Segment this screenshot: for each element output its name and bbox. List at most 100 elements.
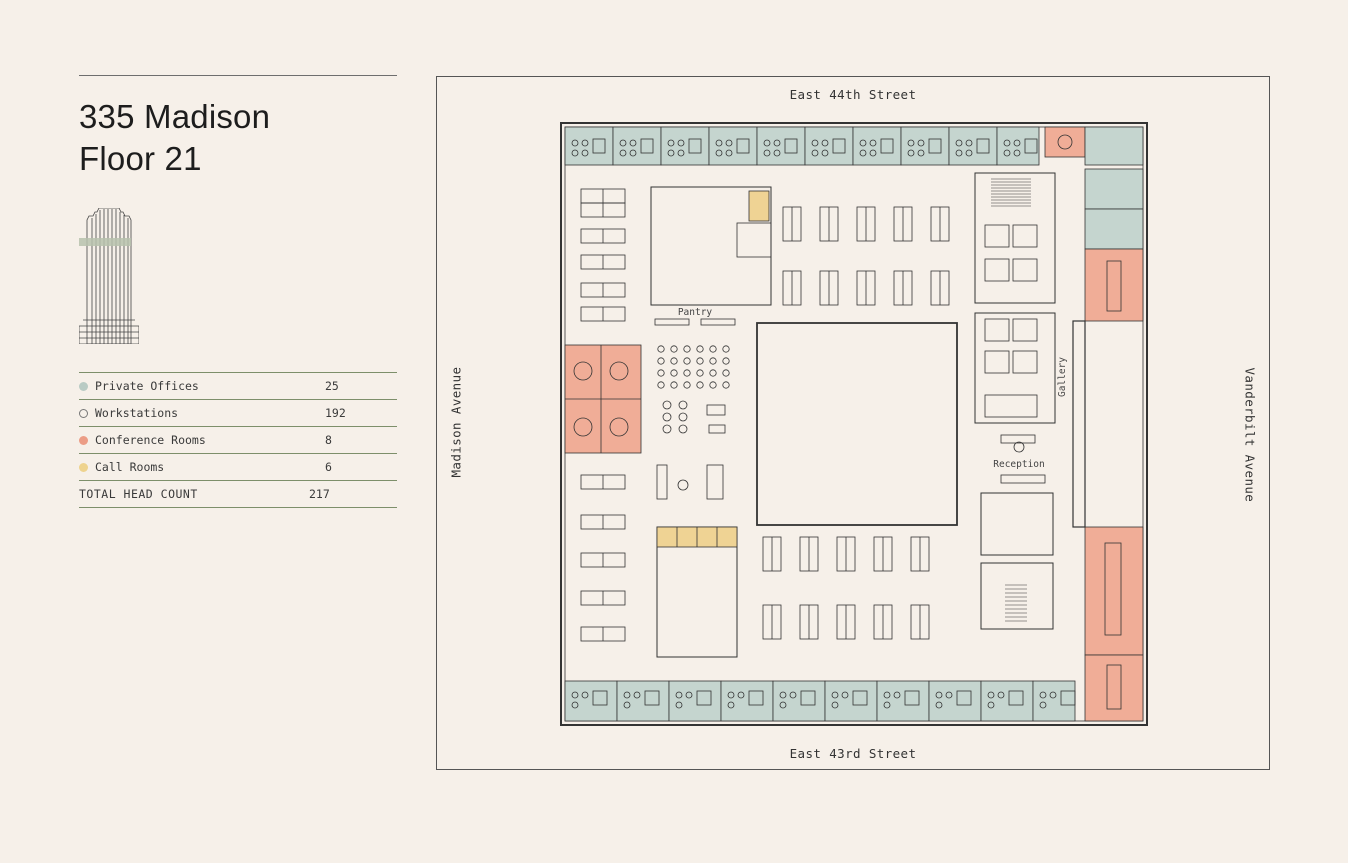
chair bbox=[841, 691, 849, 699]
lounge-chair bbox=[662, 400, 672, 410]
chair bbox=[789, 691, 797, 699]
chair bbox=[725, 139, 733, 147]
conference-room bbox=[1044, 126, 1086, 158]
private-office bbox=[928, 680, 982, 722]
chair bbox=[917, 139, 925, 147]
legend-value: 6 bbox=[325, 460, 332, 474]
private-office bbox=[852, 126, 902, 166]
chair bbox=[667, 149, 675, 157]
private-office bbox=[616, 680, 670, 722]
desk bbox=[688, 138, 702, 154]
chair bbox=[1013, 139, 1021, 147]
lounge-chair bbox=[709, 357, 717, 365]
chair bbox=[917, 149, 925, 157]
chair bbox=[859, 139, 867, 147]
chair bbox=[633, 691, 641, 699]
chair bbox=[869, 139, 877, 147]
desk bbox=[592, 138, 606, 154]
conference-table bbox=[1104, 542, 1122, 636]
chair bbox=[667, 139, 675, 147]
desk bbox=[956, 690, 972, 706]
lounge-chair bbox=[696, 345, 704, 353]
lounge-chair bbox=[709, 345, 717, 353]
private-office bbox=[660, 126, 710, 166]
chair bbox=[779, 691, 787, 699]
chair bbox=[763, 149, 771, 157]
total-value: 217 bbox=[309, 487, 330, 501]
chair bbox=[571, 701, 579, 709]
chair bbox=[675, 701, 683, 709]
lounge-chair bbox=[657, 357, 665, 365]
chair bbox=[715, 139, 723, 147]
office-room bbox=[564, 126, 614, 166]
elevator-core-north bbox=[974, 172, 1056, 304]
pantry-label: Pantry bbox=[678, 307, 713, 318]
desk bbox=[832, 138, 846, 154]
chair bbox=[629, 139, 637, 147]
chair bbox=[859, 149, 867, 157]
office-room bbox=[564, 680, 618, 722]
top-rule bbox=[79, 75, 397, 76]
chair bbox=[675, 691, 683, 699]
reception-label: Reception bbox=[993, 459, 1044, 470]
lounge-chair bbox=[678, 400, 688, 410]
elevator-cab bbox=[1012, 258, 1038, 282]
office-room bbox=[928, 680, 982, 722]
lounge-chair bbox=[670, 369, 678, 377]
elevator-core-mid bbox=[974, 312, 1056, 424]
lounge-chair bbox=[678, 412, 688, 422]
desk bbox=[696, 690, 712, 706]
bench bbox=[706, 464, 724, 500]
atrium bbox=[756, 322, 958, 526]
office-room bbox=[708, 126, 758, 166]
round-table bbox=[609, 361, 629, 381]
office-room bbox=[660, 126, 710, 166]
private-office bbox=[876, 680, 930, 722]
call-room bbox=[748, 190, 770, 222]
lounge-chair bbox=[670, 345, 678, 353]
private-office bbox=[756, 126, 806, 166]
chair bbox=[1039, 691, 1047, 699]
desk bbox=[1060, 690, 1076, 706]
private-office bbox=[980, 680, 1034, 722]
conference-table bbox=[1057, 134, 1073, 150]
private-office bbox=[708, 126, 758, 166]
chair bbox=[831, 691, 839, 699]
chair bbox=[619, 139, 627, 147]
desk bbox=[644, 690, 660, 706]
office-room bbox=[1032, 680, 1076, 722]
office-room bbox=[980, 680, 1034, 722]
desk bbox=[592, 690, 608, 706]
legend-label: Private Offices bbox=[95, 379, 199, 393]
sofa bbox=[706, 404, 726, 416]
office-room bbox=[876, 680, 930, 722]
private-office bbox=[824, 680, 878, 722]
lounge-chair bbox=[657, 345, 665, 353]
office-room bbox=[948, 126, 998, 166]
desk bbox=[904, 690, 920, 706]
chair bbox=[619, 149, 627, 157]
chair bbox=[821, 149, 829, 157]
conference-room bbox=[1084, 654, 1144, 722]
lounge-chair bbox=[657, 369, 665, 377]
elevator-cab bbox=[984, 224, 1010, 248]
chair bbox=[945, 691, 953, 699]
private-office bbox=[1084, 168, 1144, 210]
lounge-chair bbox=[722, 345, 730, 353]
reception-chair bbox=[1013, 441, 1025, 453]
office-room bbox=[824, 680, 878, 722]
gallery-label: Gallery bbox=[1057, 357, 1068, 397]
lounge-chair bbox=[670, 357, 678, 365]
desk bbox=[640, 138, 654, 154]
chair bbox=[965, 149, 973, 157]
building-outline bbox=[560, 122, 1148, 726]
chair bbox=[907, 139, 915, 147]
coffee-table bbox=[708, 424, 726, 434]
chair bbox=[955, 139, 963, 147]
office-room bbox=[720, 680, 774, 722]
call-room-swatch bbox=[79, 462, 88, 472]
desk bbox=[748, 690, 764, 706]
lounge-chair bbox=[722, 357, 730, 365]
chair bbox=[779, 701, 787, 709]
